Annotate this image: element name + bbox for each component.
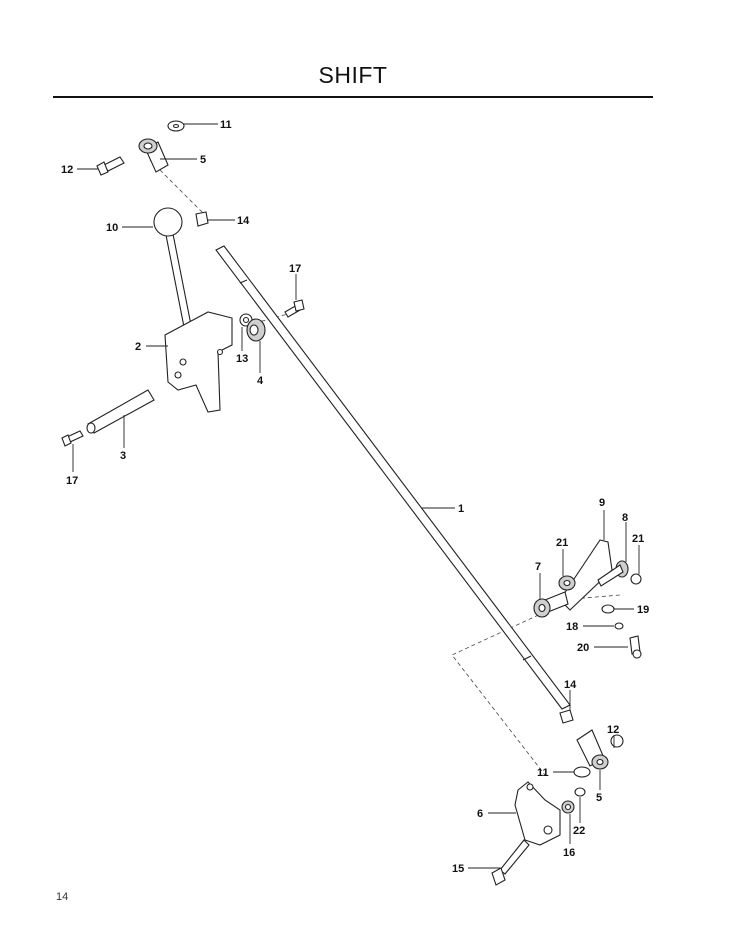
- callout-5-lower: 5: [596, 792, 602, 804]
- lever-bracket: [164, 311, 233, 413]
- upper-axis-line: [149, 159, 206, 216]
- callout-19: 19: [637, 604, 649, 616]
- shift-rod: [215, 245, 571, 710]
- bushing-lower: [559, 709, 574, 724]
- callout-3: 3: [120, 450, 126, 462]
- title-rule: [53, 96, 653, 98]
- bolt-12-lower: [610, 734, 624, 748]
- callout-11-upper: 11: [220, 119, 232, 131]
- nut-21-left: [558, 575, 576, 591]
- washer-upper: [167, 120, 185, 132]
- callout-22: 22: [573, 825, 585, 837]
- callout-2: 2: [135, 341, 141, 353]
- washer-11-lower: [573, 766, 591, 778]
- lower-axis-line: [451, 611, 546, 776]
- callout-14-lower: 14: [564, 679, 577, 691]
- washer-22: [574, 787, 586, 797]
- callout-18: 18: [566, 621, 578, 633]
- callout-13: 13: [236, 353, 248, 365]
- callout-21-left: 21: [556, 537, 568, 549]
- tube-3: [86, 389, 155, 434]
- callout-17-lower: 17: [66, 475, 78, 487]
- bracket-6: [514, 781, 561, 846]
- callout-9: 9: [599, 497, 605, 509]
- nut-21-right: [630, 573, 642, 585]
- callout-4: 4: [257, 375, 264, 387]
- bolt-17-upper: [284, 299, 305, 318]
- callout-11-lower: 11: [537, 767, 549, 779]
- arm-9: [559, 539, 613, 611]
- bushing-upper: [195, 211, 209, 227]
- callout-5-upper: 5: [200, 154, 206, 166]
- callout-6: 6: [477, 808, 483, 820]
- callout-16: 16: [563, 847, 575, 859]
- bolt-20: [629, 635, 642, 659]
- washer-19: [601, 604, 615, 614]
- nut-16: [561, 800, 575, 814]
- washer-18: [614, 622, 624, 630]
- callout-12-upper: 12: [61, 164, 73, 176]
- bolt-upper: [96, 156, 125, 176]
- spacer-4: [246, 318, 266, 342]
- page-number: 14: [56, 891, 69, 903]
- bolt-15: [491, 839, 530, 886]
- callout-17-upper: 17: [289, 263, 301, 275]
- shift-knob-lever: [153, 207, 193, 333]
- callout-7: 7: [535, 561, 541, 573]
- callout-21-right: 21: [632, 533, 644, 545]
- rod-end-upper: [138, 138, 169, 173]
- rod-end-7: [533, 591, 569, 618]
- callout-8: 8: [622, 512, 628, 524]
- callout-1: 1: [458, 503, 464, 515]
- page-title: SHIFT: [318, 62, 388, 88]
- callout-20: 20: [577, 642, 589, 654]
- rod-end-lower: [576, 729, 609, 770]
- callout-14-upper: 14: [237, 215, 250, 227]
- bolt-17-lower: [61, 430, 84, 447]
- spacer-8: [597, 560, 629, 587]
- callout-12-lower: 12: [607, 724, 619, 736]
- callout-10: 10: [106, 222, 118, 234]
- callout-15: 15: [452, 863, 464, 875]
